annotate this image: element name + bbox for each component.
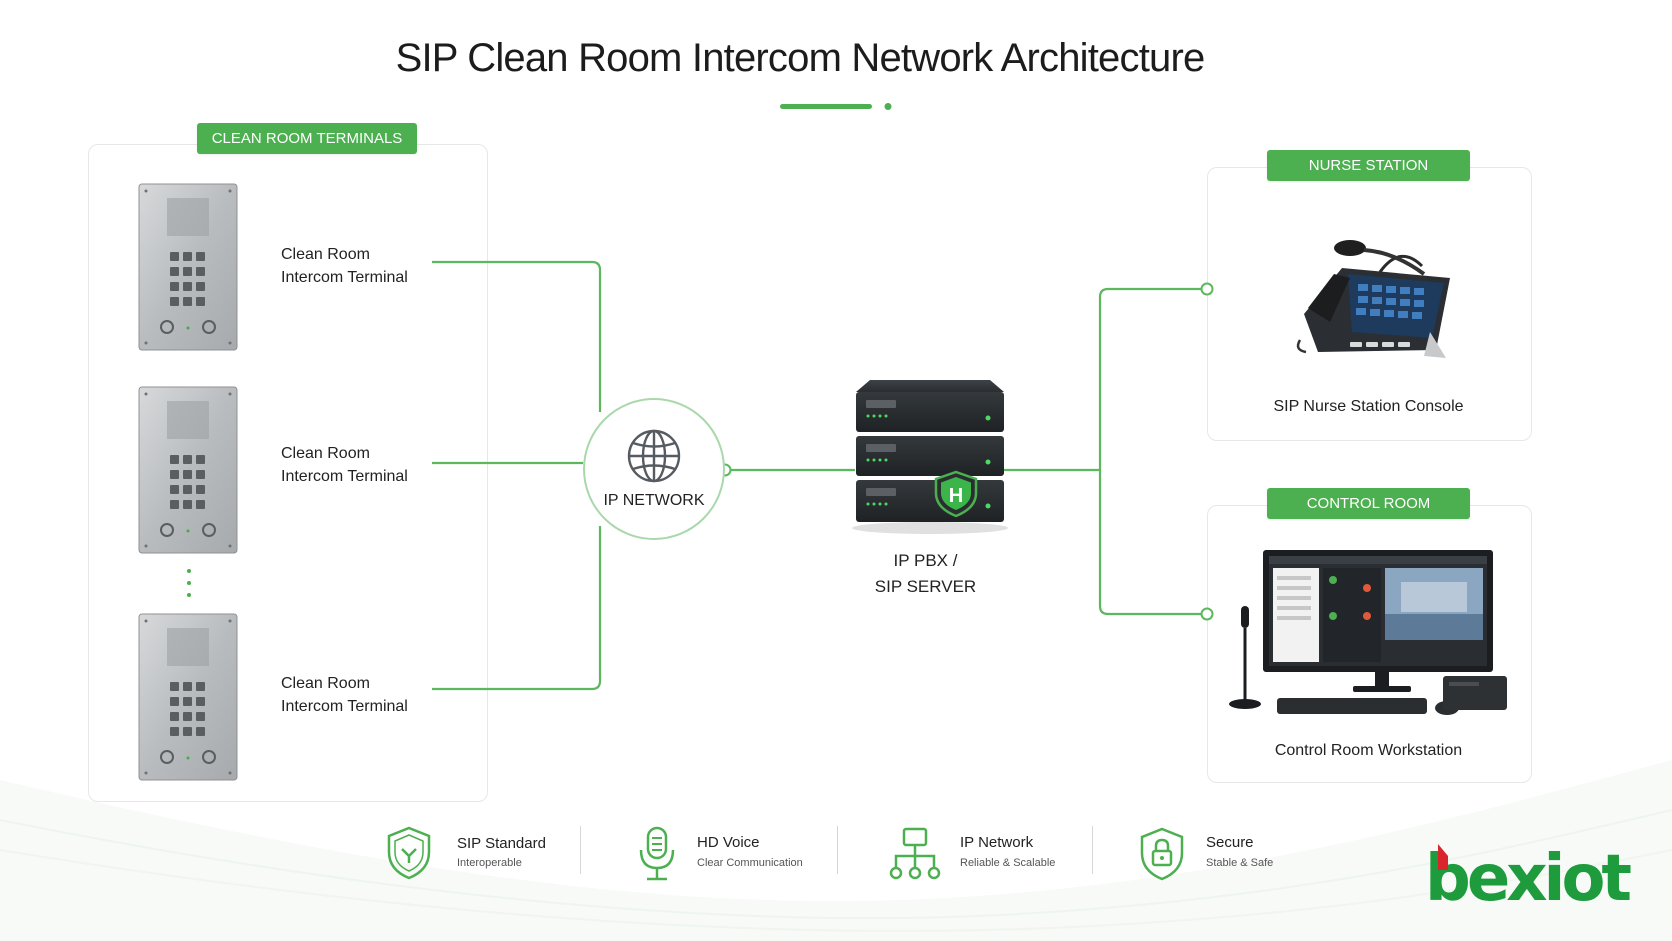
feature-divider	[580, 826, 581, 874]
feature-subtitle: Stable & Safe	[1206, 857, 1274, 869]
terminal-label-line2: Intercom Terminal	[281, 698, 408, 715]
terminal-label-line1: Clean Room	[281, 445, 370, 462]
terminal-label-line2: Intercom Terminal	[281, 468, 408, 485]
control-workstation-image	[1229, 550, 1507, 715]
nurse-station-caption: SIP Nurse Station Console	[1273, 398, 1464, 415]
shield-letter: H	[949, 485, 963, 507]
globe-icon	[627, 429, 681, 483]
pbx-server-label-line2: SIP SERVER	[874, 577, 977, 596]
intercom-terminal-image	[138, 386, 238, 554]
feature-title: IP Network	[960, 834, 1034, 851]
feature-divider	[837, 826, 838, 874]
page-title: SIP Clean Room Intercom Network Architec…	[395, 36, 1206, 80]
feature-title: Secure	[1206, 834, 1254, 851]
pbx-server-label: IP PBX / SIP SERVER	[833, 548, 1018, 600]
feature-subtitle: Interoperable	[457, 857, 522, 869]
terminals-badge: CLEAN ROOM TERMINALS	[197, 123, 417, 154]
bexiot-logo: bexiot	[1425, 842, 1632, 916]
feature-title: SIP Standard	[457, 835, 546, 852]
shield-logo-icon	[934, 470, 978, 518]
feature-subtitle: Reliable & Scalable	[960, 857, 1056, 869]
logo-accent	[1438, 844, 1448, 870]
ellipsis-dots	[187, 569, 191, 597]
control-room-caption: Control Room Workstation	[1274, 742, 1463, 759]
feature-divider	[1092, 826, 1093, 874]
feature-subtitle: Clear Communication	[697, 857, 803, 869]
ip-network-label: IP NETWORK	[603, 492, 705, 509]
title-underline	[780, 103, 892, 110]
network-icon	[889, 827, 941, 880]
terminal-label-line2: Intercom Terminal	[281, 269, 408, 286]
pbx-server-image: H	[852, 380, 1008, 534]
terminal-label: Clean Room Intercom Terminal	[281, 243, 441, 289]
terminal-label: Clean Room Intercom Terminal	[281, 442, 441, 488]
pbx-server-label-line1: IP PBX /	[893, 551, 958, 570]
microphone-icon	[639, 826, 675, 881]
terminal-label: Clean Room Intercom Terminal	[281, 672, 441, 718]
lock-shield-icon	[1140, 827, 1184, 881]
terminal-label-line1: Clean Room	[281, 675, 370, 692]
terminal-label-line1: Clean Room	[281, 246, 370, 263]
nurse-station-badge: NURSE STATION	[1267, 150, 1470, 181]
shield-icon	[387, 826, 431, 880]
intercom-terminal-image	[138, 183, 238, 351]
nurse-console-image	[1296, 240, 1450, 358]
intercom-terminal-image	[138, 613, 238, 781]
wave-background	[0, 760, 1672, 941]
feature-title: HD Voice	[697, 834, 760, 851]
control-room-badge: CONTROL ROOM	[1267, 488, 1470, 519]
